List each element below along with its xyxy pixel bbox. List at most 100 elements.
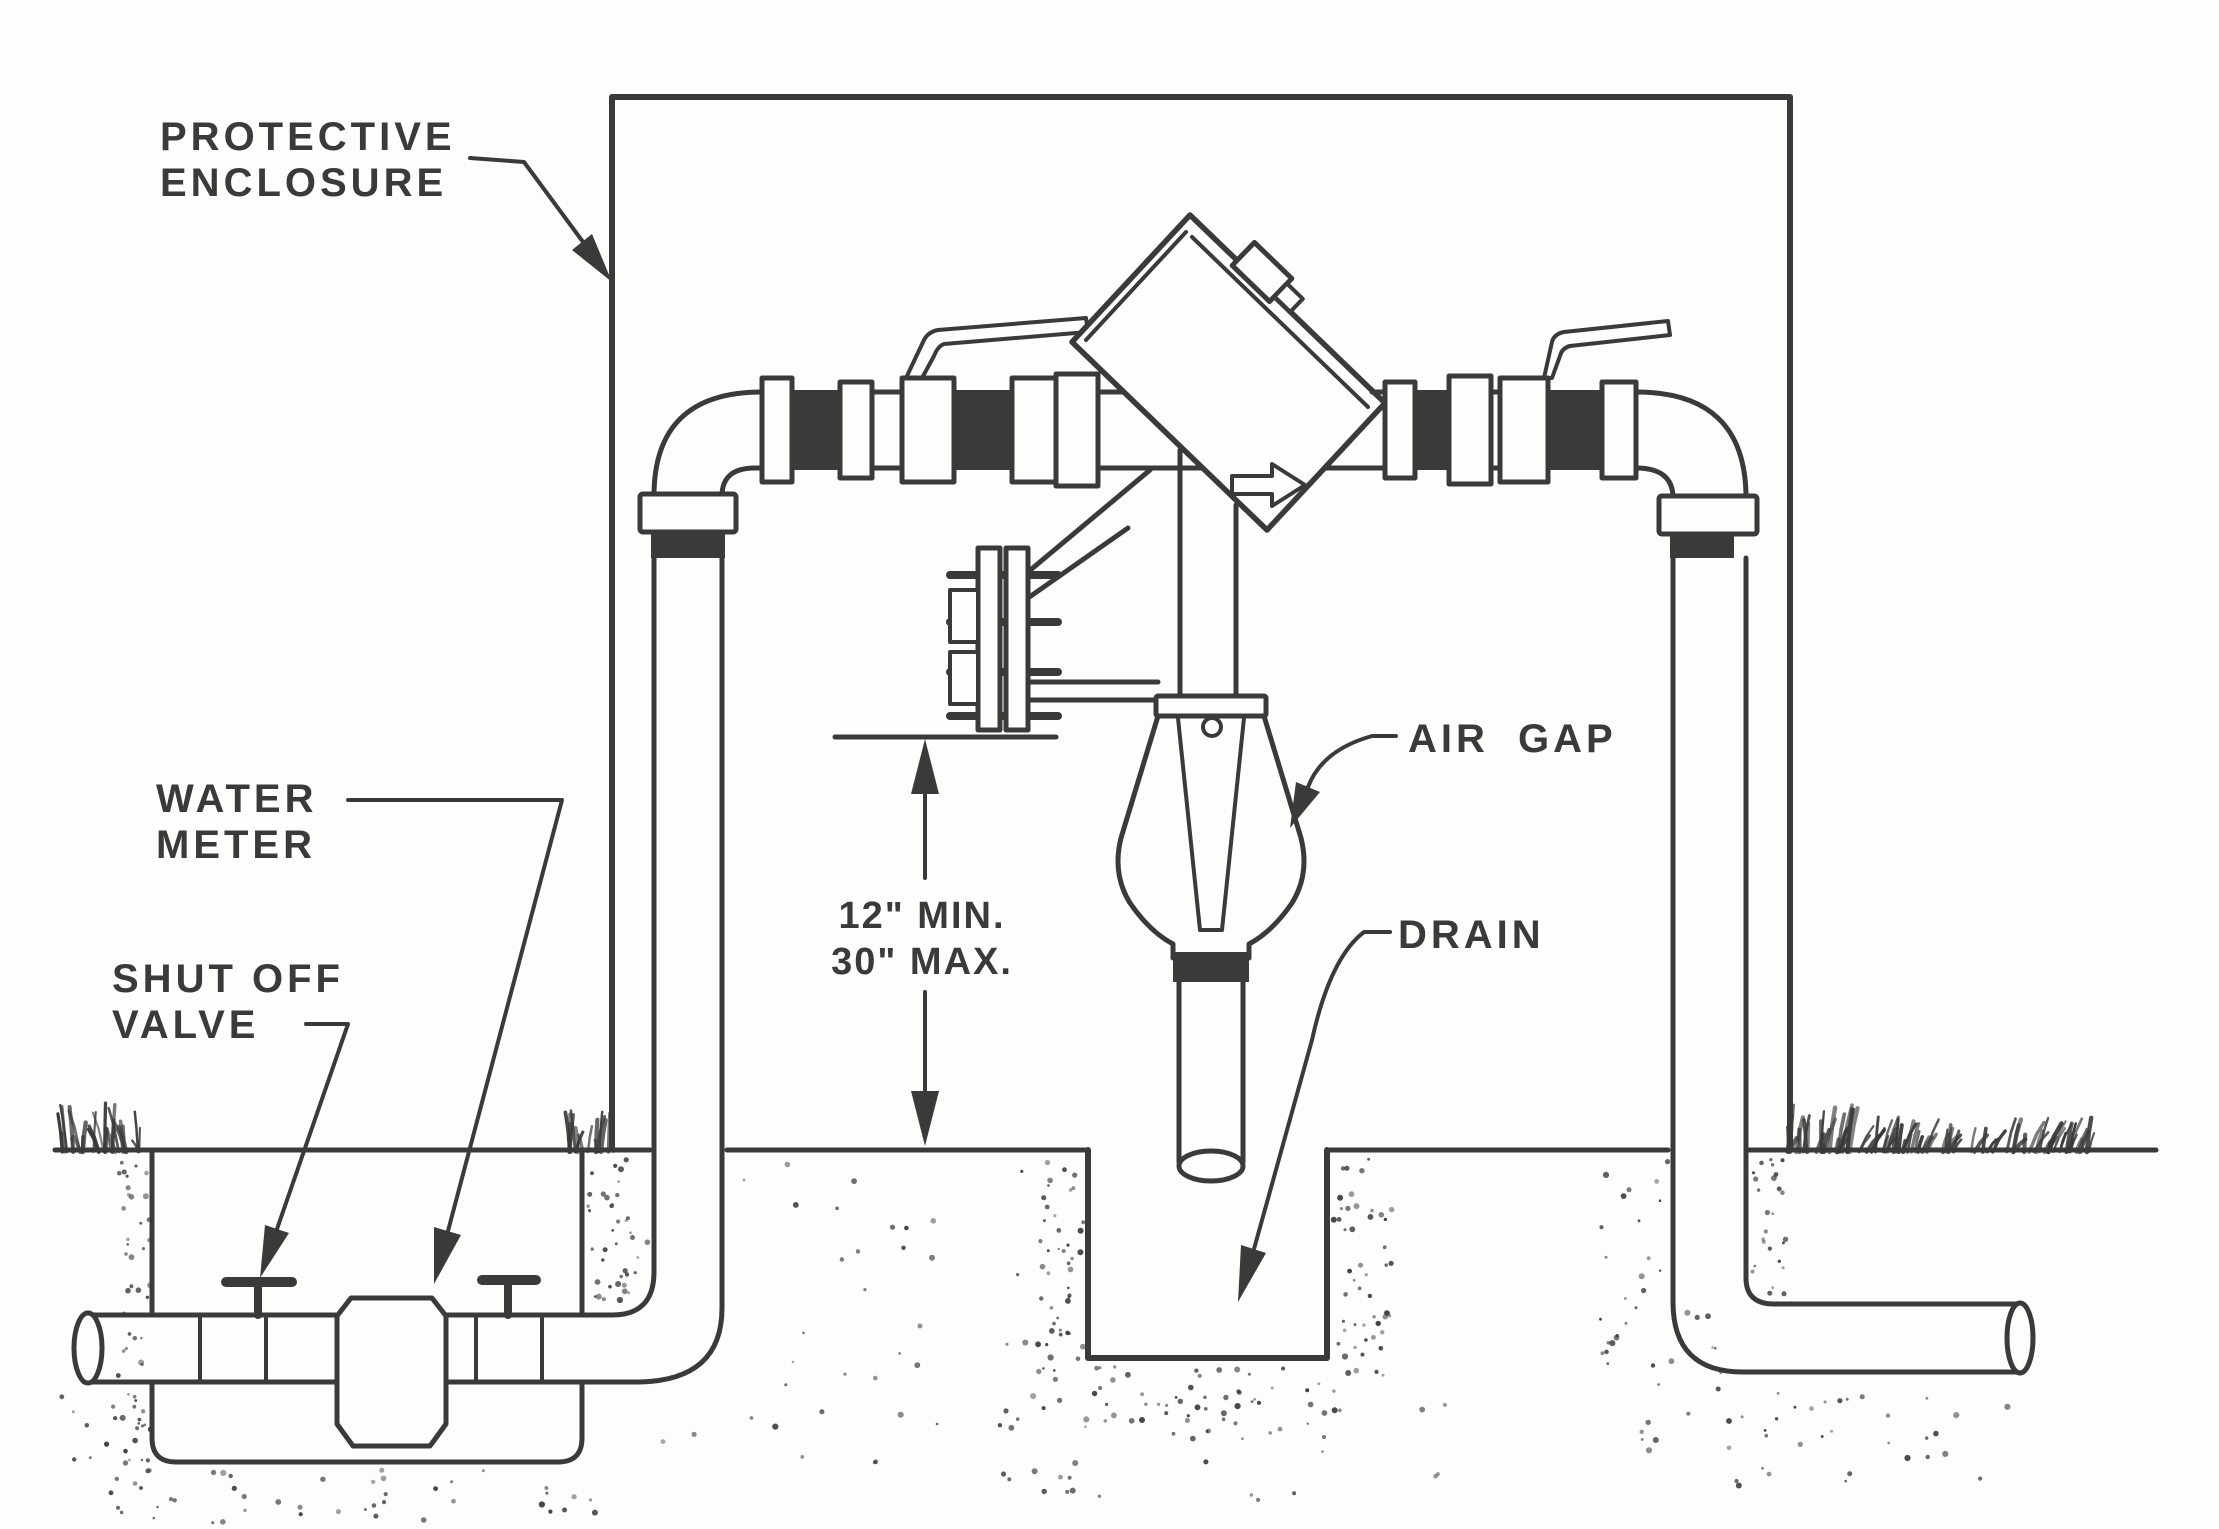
label-text: ENCLOSURE bbox=[160, 161, 447, 205]
valve-body-housing bbox=[1069, 212, 1388, 533]
riser-and-exit-outer bbox=[1670, 555, 2021, 1375]
dimension-text-max: 30" MAX. bbox=[831, 941, 1013, 983]
dimension-indicator: 12" MIN. 30" MAX. bbox=[831, 734, 1059, 1146]
service-pipe-top bbox=[81, 1269, 657, 1318]
label-text: DRAIN bbox=[1398, 913, 1545, 957]
pipe-joints bbox=[198, 1313, 544, 1384]
shut-off-valve bbox=[221, 1277, 297, 1319]
union-nut bbox=[759, 375, 795, 485]
threaded-nipple bbox=[1415, 390, 1449, 470]
valve-end bbox=[1009, 375, 1059, 485]
elbow-outer bbox=[651, 389, 765, 499]
funnel-bolt bbox=[1201, 716, 1223, 738]
riser-pipe bbox=[651, 555, 725, 1311]
flange-plate bbox=[975, 545, 1003, 733]
meter-pit-walls bbox=[149, 1147, 585, 1465]
leader-line bbox=[275, 1022, 350, 1231]
valve-end bbox=[1599, 379, 1639, 481]
relief-valve bbox=[946, 467, 1161, 733]
elbow-inner bbox=[719, 465, 765, 499]
riser-collar-shadow bbox=[651, 532, 725, 558]
flow-direction-arrow bbox=[1230, 462, 1307, 508]
pipe-segment bbox=[869, 389, 905, 471]
water-meter-body bbox=[334, 1295, 449, 1449]
drain-pit-walls bbox=[1085, 1147, 1330, 1361]
discharge-tube bbox=[1177, 447, 1239, 701]
inlet-ball-valve bbox=[899, 316, 1090, 485]
drain-pipe-open-end bbox=[1176, 1148, 1246, 1184]
service-pipe-bottom bbox=[81, 1305, 725, 1385]
valve-lever-handle bbox=[1542, 319, 1672, 380]
pipe-open-end bbox=[2004, 1300, 2036, 1376]
pipe-open-end bbox=[71, 1310, 105, 1386]
valve-lever-handle bbox=[904, 316, 1090, 380]
leader-arrowhead bbox=[260, 1225, 289, 1278]
drain-tail-pipe bbox=[1176, 979, 1246, 1165]
label-text: VALVE bbox=[112, 1003, 259, 1047]
dimension-arrowhead-down bbox=[911, 1091, 939, 1146]
leader-line bbox=[1306, 734, 1398, 789]
leader-arrowhead bbox=[1238, 1245, 1266, 1302]
valve-end bbox=[899, 375, 957, 485]
label-shut-off-valve: SHUT OFF VALVE bbox=[112, 957, 350, 1278]
body-seam-lines bbox=[1084, 230, 1370, 409]
relief-shelf bbox=[1025, 679, 1161, 703]
outlet-fittings bbox=[1322, 319, 1672, 487]
label-drain: DRAIN bbox=[1238, 913, 1545, 1302]
drain-pit bbox=[1085, 1147, 1330, 1361]
valve-end bbox=[1497, 375, 1551, 485]
funnel-neck bbox=[1173, 952, 1249, 982]
label-text: METER bbox=[156, 823, 316, 867]
label-water-meter: WATER METER bbox=[156, 777, 564, 1284]
label-text: SHUT OFF bbox=[112, 957, 344, 1001]
relief-valve-step bbox=[948, 588, 980, 644]
inlet-riser bbox=[637, 389, 765, 1311]
outlet-ball-valve bbox=[1497, 319, 1672, 485]
elbow-outer bbox=[1633, 389, 1749, 501]
coupling bbox=[837, 379, 875, 481]
dimension-arrowhead-up bbox=[911, 739, 939, 794]
test-cock-cap bbox=[1229, 239, 1305, 314]
leader-line bbox=[1252, 930, 1392, 1251]
valve-body bbox=[954, 390, 1012, 470]
valve-body bbox=[1548, 390, 1602, 470]
enclosure-walls bbox=[609, 94, 1793, 1151]
funnel-wall-right bbox=[1246, 713, 1307, 961]
coupling bbox=[1382, 379, 1418, 481]
customer-valve bbox=[477, 1275, 541, 1319]
riser-collar bbox=[1656, 493, 1760, 537]
label-text: PROTECTIVE bbox=[160, 115, 456, 159]
inlet-flange bbox=[1053, 371, 1101, 489]
relief-valve-step bbox=[948, 650, 980, 706]
air-gap-funnel bbox=[1115, 693, 1307, 1184]
leader-line bbox=[468, 156, 588, 248]
funnel-inner-cone bbox=[1176, 716, 1246, 932]
threaded-nipple bbox=[792, 390, 840, 470]
riser-collar-shadow bbox=[1670, 534, 1734, 558]
elbow-inner bbox=[1633, 465, 1676, 501]
dimension-text-min: 12" MIN. bbox=[838, 895, 1005, 937]
leader-arrowhead bbox=[1290, 782, 1320, 828]
soil-stipple-texture bbox=[59, 1157, 2011, 1525]
riser-and-exit-inner bbox=[1743, 555, 2021, 1307]
riser-collar bbox=[637, 491, 739, 535]
leader-line bbox=[346, 798, 564, 1233]
leader-arrowhead bbox=[572, 234, 612, 282]
service-line-assembly bbox=[71, 1269, 725, 1449]
check-valve-body bbox=[1069, 212, 1388, 701]
meter-pit bbox=[149, 1147, 585, 1465]
inlet-fittings bbox=[759, 316, 1213, 489]
funnel-top-plate bbox=[1153, 693, 1269, 719]
relief-strut bbox=[1025, 467, 1153, 601]
grass-tufts bbox=[56, 1101, 2096, 1155]
union-nut bbox=[1446, 373, 1494, 487]
label-text: AIR GAP bbox=[1408, 717, 1617, 761]
cap-tab bbox=[1272, 281, 1305, 314]
label-text: WATER bbox=[156, 777, 317, 821]
outlet-riser bbox=[1633, 389, 2036, 1376]
flange-plate bbox=[1003, 545, 1031, 733]
funnel-wall-left bbox=[1115, 713, 1176, 961]
label-protective-enclosure: PROTECTIVE ENCLOSURE bbox=[160, 115, 612, 282]
